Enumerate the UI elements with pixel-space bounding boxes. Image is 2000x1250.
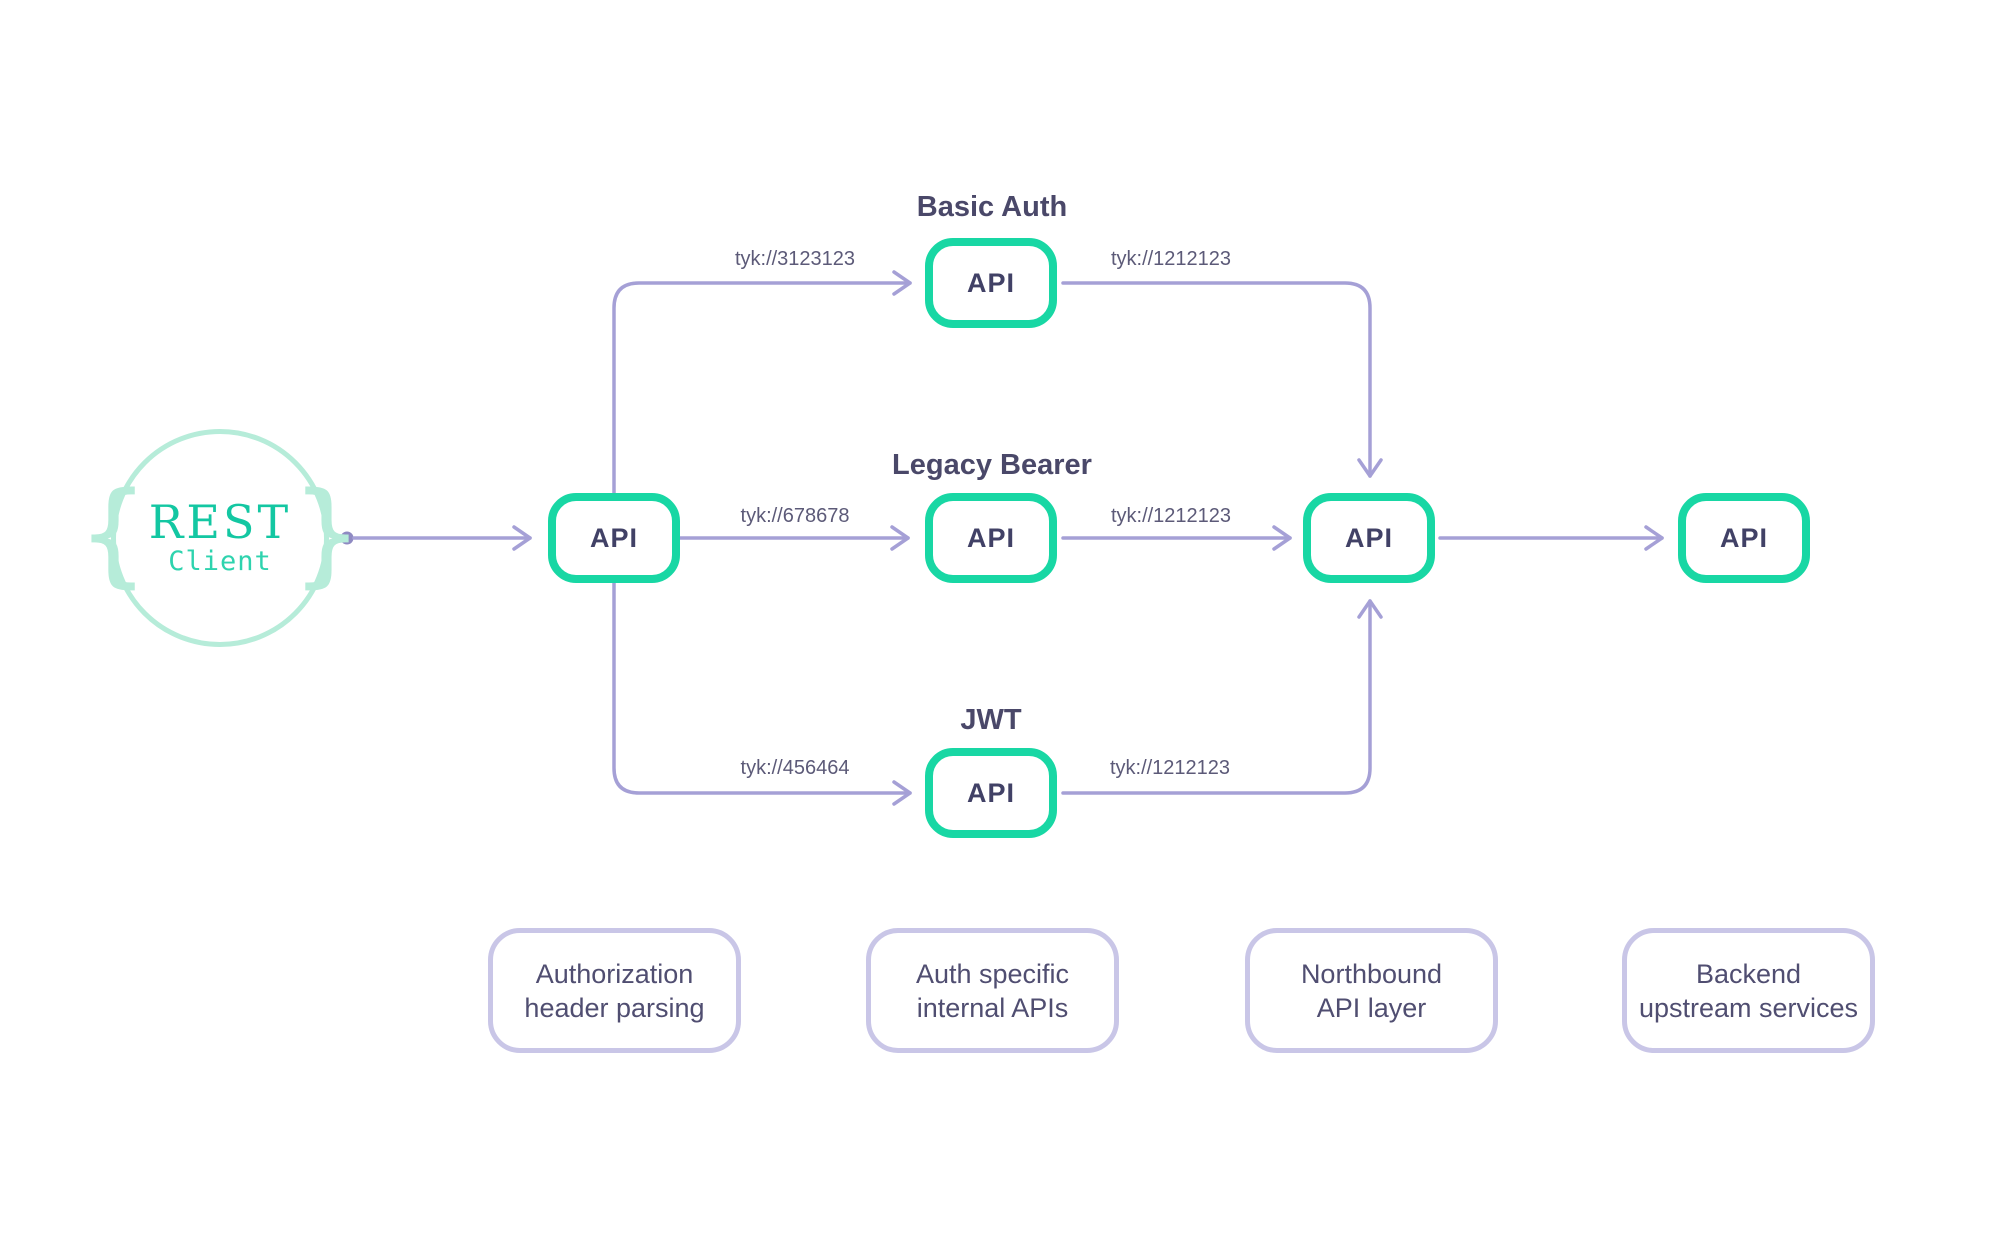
legend-line: upstream services xyxy=(1638,992,1859,1023)
legend-auth-specific-internal-apis: Auth specific internal APIs xyxy=(866,928,1119,1053)
legend-line: Northbound xyxy=(1300,958,1443,989)
legend-line: internal APIs xyxy=(916,992,1069,1023)
edge-label-legacy-bearer-in: tyk://678678 xyxy=(740,505,850,527)
flow-title-basic-auth: Basic Auth xyxy=(916,191,1068,223)
legend-backend-upstream-services: Backend upstream services xyxy=(1622,928,1875,1053)
edge-label-jwt-out: tyk://1212123 xyxy=(1109,757,1231,779)
api-node-jwt: API xyxy=(925,748,1057,838)
legend-line: Authorization xyxy=(535,958,694,989)
api-node-legacy-bearer: API xyxy=(925,493,1057,583)
legend-northbound-api-layer: Northbound API layer xyxy=(1245,928,1498,1053)
edge-label-jwt-in: tyk://456464 xyxy=(740,757,850,779)
api-node-backend: API xyxy=(1678,493,1810,583)
brace-left: { xyxy=(79,469,147,599)
edge-label-basic-auth-out: tyk://1212123 xyxy=(1110,248,1232,270)
api-node-gateway: API xyxy=(548,493,680,583)
rest-client-node: { REST Client } xyxy=(79,429,361,647)
connector-jwt-to-northbound xyxy=(1061,599,1383,795)
connector-basic-auth-to-northbound xyxy=(1061,281,1383,478)
rest-client-title: REST xyxy=(148,495,292,549)
legend-line: Auth specific xyxy=(915,958,1070,989)
api-node-northbound: API xyxy=(1303,493,1435,583)
rest-client-subtitle: Client xyxy=(168,546,272,577)
legend-line: Backend xyxy=(1695,958,1802,989)
rest-client-logo: { REST Client } xyxy=(79,478,360,594)
edge-label-basic-auth-in: tyk://3123123 xyxy=(734,248,856,270)
brace-right: } xyxy=(293,469,361,599)
client-origin-dot xyxy=(340,531,354,545)
connector-gateway-to-jwt xyxy=(612,581,912,806)
edge-label-legacy-bearer-out: tyk://1212123 xyxy=(1110,505,1232,527)
legend-authorization-header-parsing: Authorization header parsing xyxy=(488,928,741,1053)
legend-line: header parsing xyxy=(524,992,705,1023)
flow-title-jwt: JWT xyxy=(960,704,1022,736)
flow-title-legacy-bearer: Legacy Bearer xyxy=(892,449,1092,481)
connector-gateway-to-basic-auth xyxy=(612,270,912,495)
legend-line: API layer xyxy=(1316,992,1427,1023)
api-node-basic-auth: API xyxy=(925,238,1057,328)
